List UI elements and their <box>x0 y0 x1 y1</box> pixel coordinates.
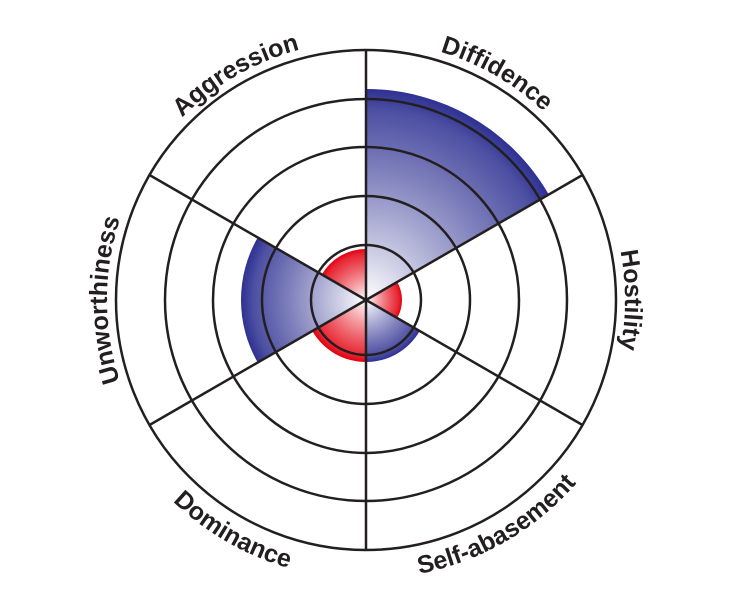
sector-fills <box>241 89 549 363</box>
grid-spoke <box>148 173 367 302</box>
label-diffidence: Diffidence <box>438 31 558 116</box>
sector-red-dominance <box>312 300 366 362</box>
label-hostility: Hostility <box>614 248 647 353</box>
sector-blue-unworthiness <box>241 237 366 363</box>
sector-blue-diffidence <box>366 89 549 300</box>
sector-red-aggression <box>321 249 366 300</box>
label-aggression: Aggression <box>167 28 302 121</box>
label-self-abasement: Self-abasement <box>414 468 581 580</box>
sector-red-hostility <box>366 282 402 318</box>
sector-blue-self-abasement <box>366 300 420 362</box>
grid <box>114 48 618 552</box>
grid-spoke <box>365 173 584 302</box>
label-unworthiness: Unworthiness <box>85 212 126 387</box>
grid-spoke <box>148 298 367 427</box>
grid-spoke <box>365 298 584 427</box>
label-dominance: Dominance <box>169 485 295 574</box>
